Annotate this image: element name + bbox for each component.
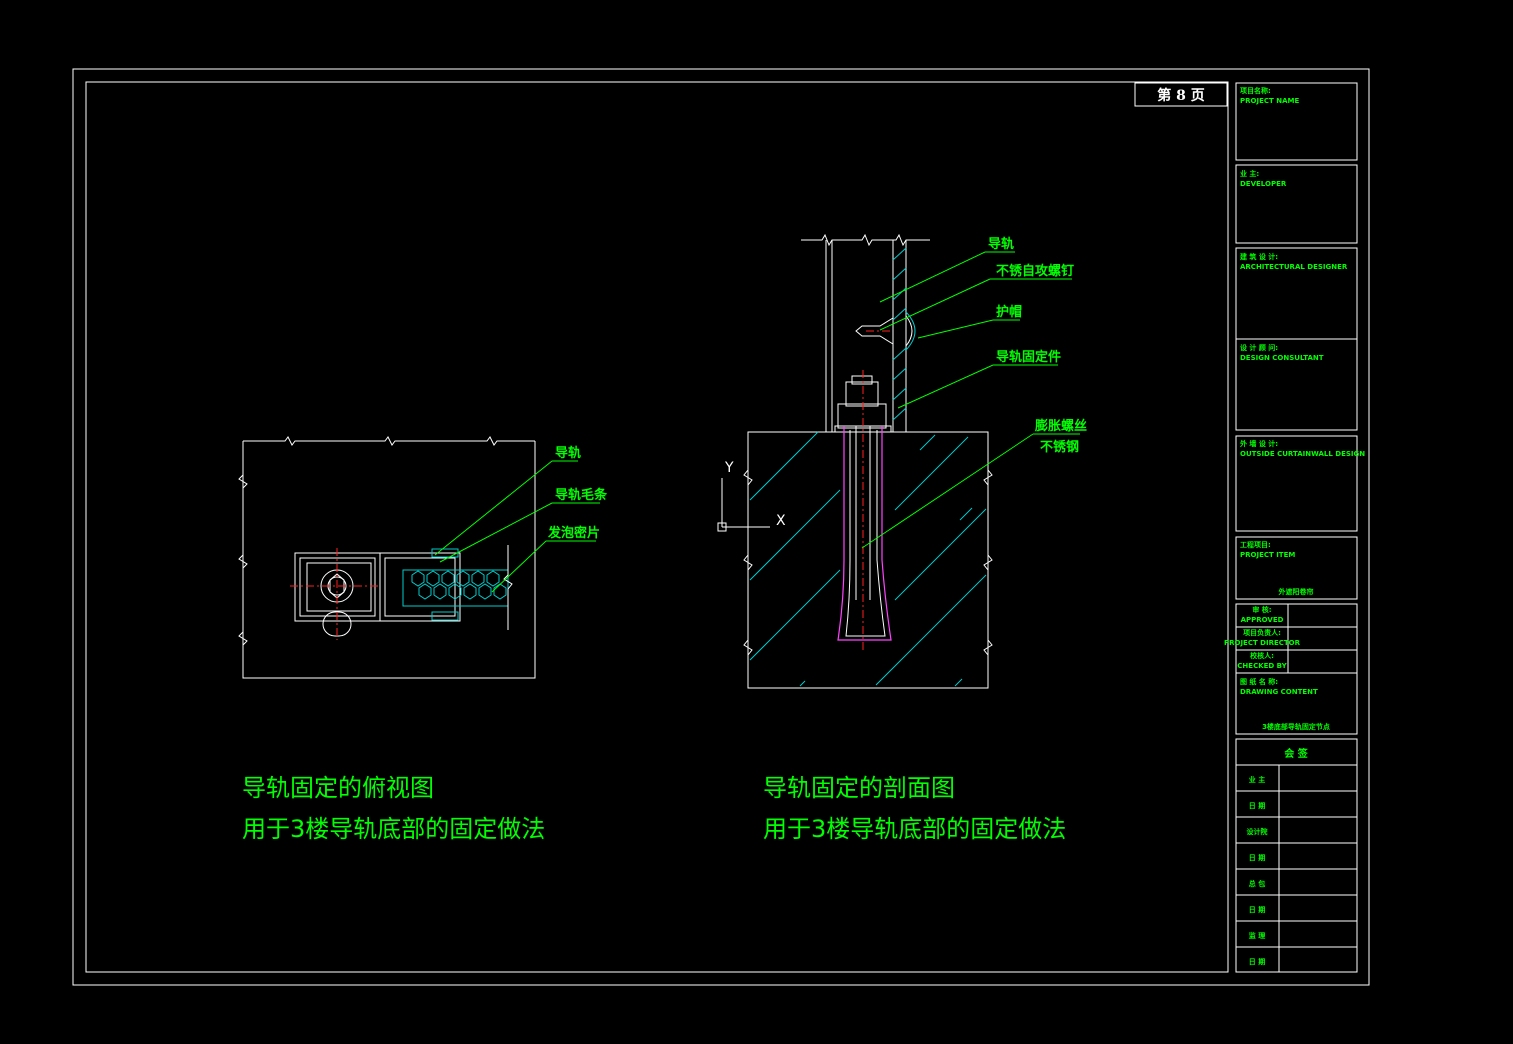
section-label-cap: 护帽 xyxy=(996,304,1022,320)
axis-y-label: Y xyxy=(724,460,734,476)
tb-drawing-value: 3楼底部导轨固定节点 xyxy=(1262,722,1330,731)
page-label-box xyxy=(1134,82,1228,107)
tb-item-en: PROJECT ITEM xyxy=(1240,551,1295,559)
tb-developer-cn: 业 主: xyxy=(1240,169,1259,178)
tb-item-value: 外遮阳卷帘 xyxy=(1279,587,1314,596)
tb-architect-cn: 建 筑 设 计: xyxy=(1240,252,1278,261)
axis-x-label: X xyxy=(776,513,786,529)
tb-sign-row: 日 期 xyxy=(1249,905,1265,914)
tb-check-en: CHECKED BY xyxy=(1237,662,1287,670)
tb-director-cn: 项目负责人: xyxy=(1243,628,1281,637)
plan-view-subtitle: 用于3楼导轨底部的固定做法 xyxy=(242,815,545,843)
section-view: Y X 导轨 不锈自攻螺钉 护帽 导轨固定件 膨胀螺丝 不锈钢 xyxy=(717,233,1087,689)
inner-frame xyxy=(85,81,1229,973)
page-label: 第 8 页 xyxy=(1157,87,1205,104)
tb-sign-row: 日 期 xyxy=(1249,853,1265,862)
plan-view: 导轨 导轨毛条 发泡密片 xyxy=(238,436,608,679)
tb-approved-cn: 审 核: xyxy=(1252,605,1271,614)
tb-sign-row: 设计院 xyxy=(1247,827,1268,836)
plan-label-rail: 导轨 xyxy=(555,445,581,461)
section-view-subtitle: 用于3楼导轨底部的固定做法 xyxy=(763,815,1066,843)
tb-curtain-cn: 外 墙 设 计: xyxy=(1240,439,1278,448)
section-label-screw: 不锈自攻螺钉 xyxy=(996,263,1074,279)
tb-project-name-en: PROJECT NAME xyxy=(1240,97,1299,105)
plan-label-foam-seal: 发泡密片 xyxy=(547,525,600,541)
title-block: 项目名称: PROJECT NAME 业 主: DEVELOPER 建 筑 设 … xyxy=(1224,82,1365,973)
tb-sign-header: 会 签 xyxy=(1284,747,1308,760)
tb-sign-row: 监 理 xyxy=(1249,931,1265,940)
tb-drawing-cn: 图 纸 名 称: xyxy=(1240,677,1278,686)
tb-consultant-cn: 设 计 顾 问: xyxy=(1240,343,1278,352)
tb-director-en: PROJECT DIRECTOR xyxy=(1224,639,1301,647)
section-label-anchor-bolt: 膨胀螺丝 xyxy=(1034,418,1087,434)
plan-view-title: 导轨固定的俯视图 xyxy=(242,774,434,802)
tb-drawing-en: DRAWING CONTENT xyxy=(1240,688,1318,696)
tb-sign-row: 总 包 xyxy=(1249,879,1265,888)
section-label-fixing: 导轨固定件 xyxy=(996,349,1061,365)
section-view-title: 导轨固定的剖面图 xyxy=(763,774,955,802)
tb-architect-en: ARCHITECTURAL DESIGNER xyxy=(1240,263,1348,271)
tb-sign-row: 日 期 xyxy=(1249,957,1265,966)
section-label-stainless: 不锈钢 xyxy=(1040,439,1079,455)
tb-curtain-en: OUTSIDE CURTAINWALL DESIGN xyxy=(1240,450,1365,458)
tb-approved-en: APPROVED xyxy=(1241,616,1284,624)
tb-developer-en: DEVELOPER xyxy=(1240,180,1287,188)
tb-item-cn: 工程项目: xyxy=(1240,540,1271,549)
outer-frame xyxy=(72,68,1370,986)
tb-check-cn: 校核人: xyxy=(1250,651,1274,660)
plan-label-brush-strip: 导轨毛条 xyxy=(555,487,608,503)
section-label-rail: 导轨 xyxy=(988,236,1014,252)
tb-project-name-cn: 项目名称: xyxy=(1240,86,1271,95)
tb-sign-row: 日 期 xyxy=(1249,801,1265,810)
tb-consultant-en: DESIGN CONSULTANT xyxy=(1240,354,1324,362)
tb-sign-row: 业 主 xyxy=(1249,775,1265,784)
